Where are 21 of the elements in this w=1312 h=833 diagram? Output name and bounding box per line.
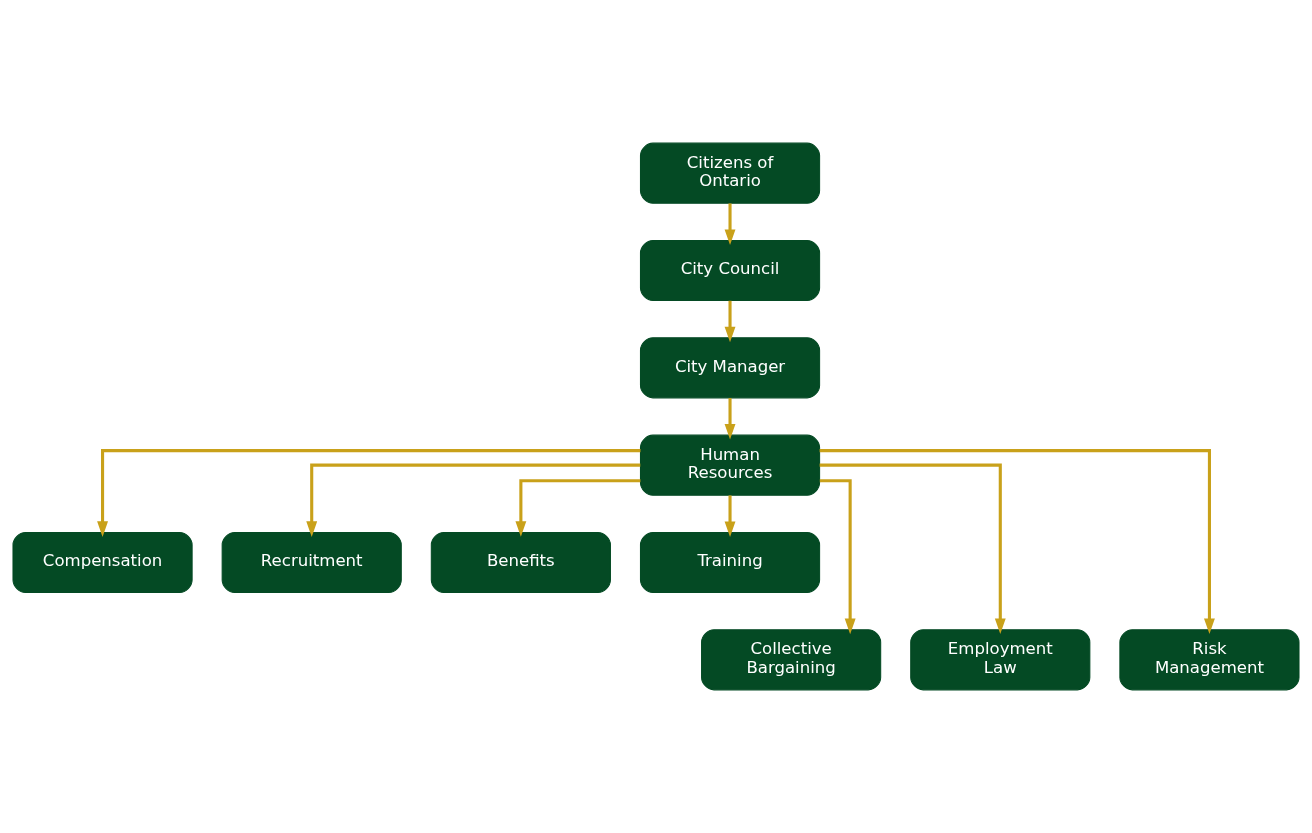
node-box: City Council <box>639 239 821 302</box>
arrow <box>306 463 641 537</box>
node-box: Human Resources <box>639 434 821 496</box>
node-box: Risk Management <box>1119 629 1300 691</box>
node-box: Benefits <box>430 531 611 594</box>
arrow <box>724 495 736 537</box>
arrow <box>724 300 736 343</box>
node-box: Compensation <box>12 531 193 594</box>
arrow <box>819 479 856 635</box>
node-box: City Manager <box>639 337 821 399</box>
arrow <box>97 449 641 537</box>
arrow <box>724 398 736 440</box>
arrow <box>819 463 1006 635</box>
node-box: Training <box>639 531 821 594</box>
arrow <box>515 479 641 537</box>
arrow <box>724 203 736 245</box>
node-box: Collective Bargaining <box>701 629 882 691</box>
node-box: Citizens of Ontario <box>639 142 821 204</box>
node-box: Employment Law <box>910 629 1091 691</box>
node-box: Recruitment <box>221 531 402 594</box>
arrow <box>819 449 1215 635</box>
